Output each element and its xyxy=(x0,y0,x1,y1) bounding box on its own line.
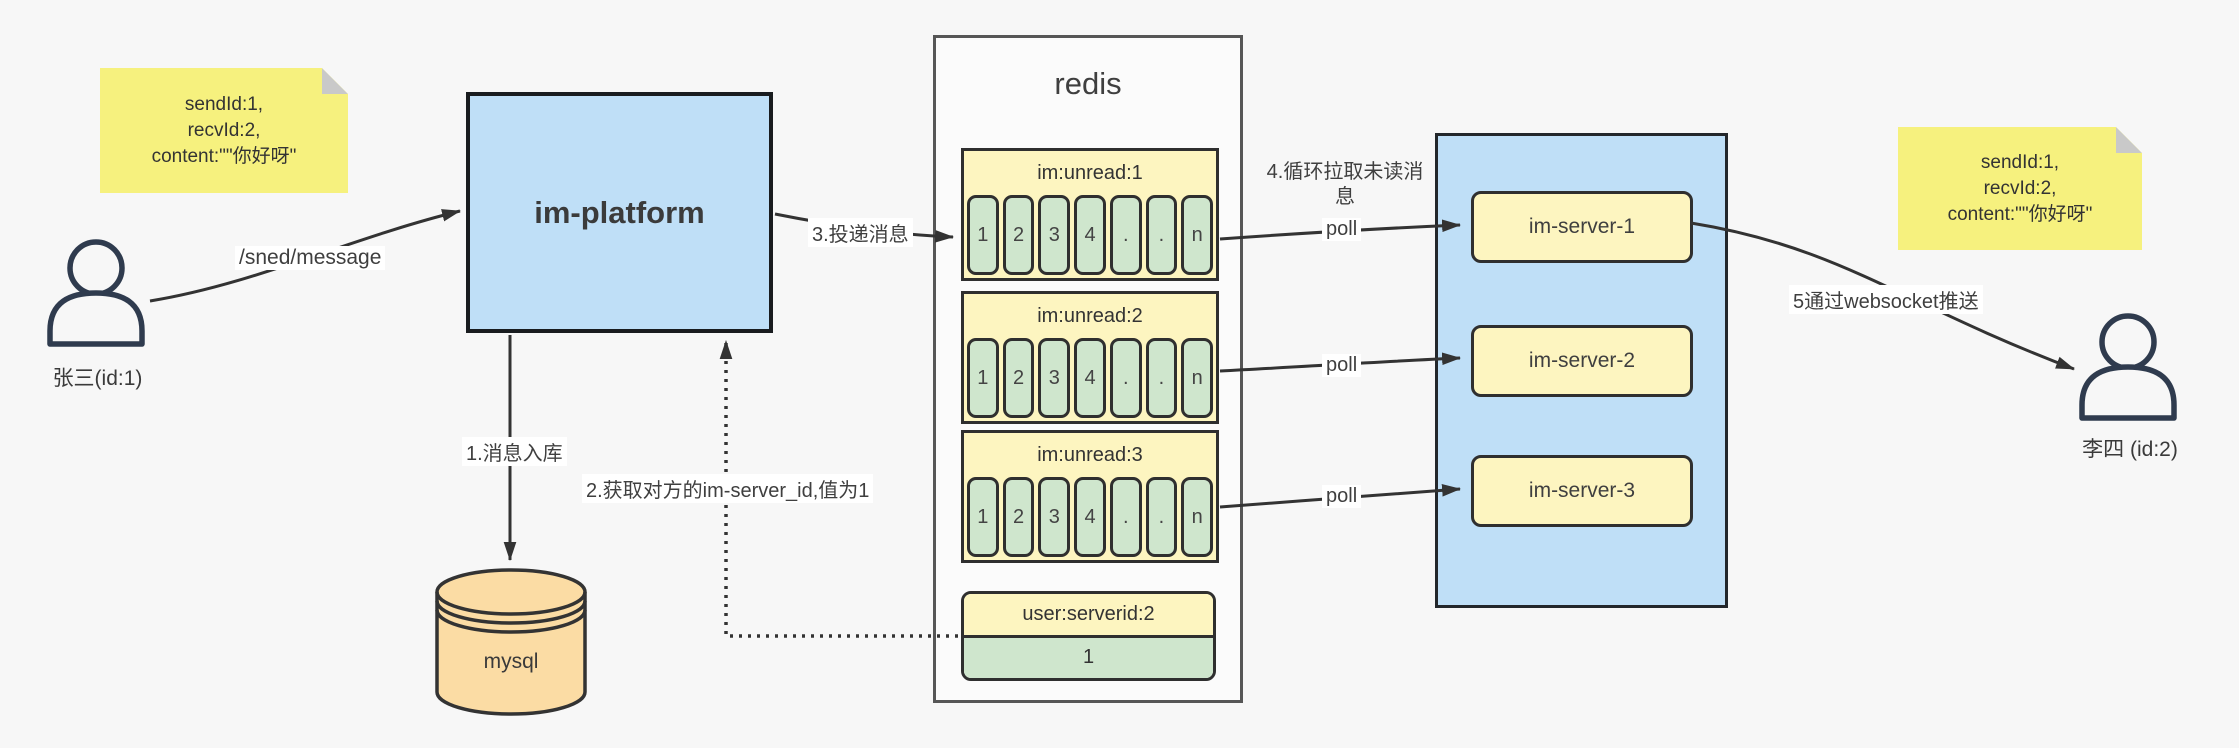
mysql-database-icon xyxy=(435,568,587,716)
edge-label-step1: 1.消息入库 xyxy=(462,437,567,466)
redis-queue-unread-1: im:unread:1 1 2 3 4 . . n xyxy=(961,148,1219,281)
queue-cell: 4 xyxy=(1074,477,1106,557)
edge-label-poll-2: poll xyxy=(1322,354,1362,377)
queue-cell: 3 xyxy=(1038,338,1071,418)
queue-cell: . xyxy=(1145,195,1178,275)
server-map-value: 1 xyxy=(964,637,1213,678)
queue-cell: 1 xyxy=(967,338,999,418)
queue-title: im:unread:1 xyxy=(1037,162,1143,184)
redis-queue-unread-3: im:unread:3 1 2 3 4 . . n xyxy=(961,430,1219,563)
queue-cell: n xyxy=(1181,338,1214,418)
queue-cell: 2 xyxy=(1002,195,1035,275)
receiver-user-icon xyxy=(2079,313,2177,421)
queue-cells: 1 2 3 4 . . n xyxy=(964,195,1216,278)
queue-cell: . xyxy=(1109,195,1142,275)
note-fold-corner xyxy=(322,68,348,94)
im-server-group: im-server-1 im-server-2 im-server-3 xyxy=(1435,133,1728,608)
sender-label: 张三(id:1) xyxy=(52,367,143,390)
im-platform-node: im-platform xyxy=(466,92,773,333)
queue-title: im:unread:2 xyxy=(1037,305,1143,327)
queue-cell: 2 xyxy=(1002,338,1035,418)
im-server-2-node: im-server-2 xyxy=(1471,325,1693,397)
queue-cell: n xyxy=(1181,195,1214,275)
im-server-1-node: im-server-1 xyxy=(1471,191,1693,263)
receiver-payload-text: sendId:1, recvId:2, content:""你好呀" xyxy=(1947,151,2093,225)
mysql-label: mysql xyxy=(483,650,539,673)
note-fold-corner xyxy=(2116,127,2142,153)
queue-title: im:unread:3 xyxy=(1037,444,1143,466)
edge-label-step5: 5通过websocket推送 xyxy=(1789,285,1983,314)
queue-cells: 1 2 3 4 . . n xyxy=(964,338,1216,421)
server-map-key: user:serverid:2 xyxy=(964,594,1213,638)
edge-label-step3: 3.投递消息 xyxy=(808,218,913,247)
edge-label-poll-3: poll xyxy=(1322,485,1362,508)
sender-payload-note: sendId:1, recvId:2, content:""你好呀" xyxy=(100,68,348,193)
im-platform-label: im-platform xyxy=(534,194,705,230)
queue-cell: 4 xyxy=(1074,195,1106,275)
queue-cell: . xyxy=(1109,477,1142,557)
queue-cell: . xyxy=(1145,477,1178,557)
queue-cell: 1 xyxy=(967,195,999,275)
redis-title: redis xyxy=(1054,66,1122,101)
redis-queue-unread-2: im:unread:2 1 2 3 4 . . n xyxy=(961,291,1219,424)
edge-label-step4: 4.循环拉取未读消息 xyxy=(1266,161,1424,208)
queue-cell: 3 xyxy=(1038,195,1071,275)
sender-user-icon xyxy=(47,239,145,347)
receiver-payload-note: sendId:1, recvId:2, content:""你好呀" xyxy=(1898,127,2142,250)
queue-cell: . xyxy=(1145,338,1178,418)
edge-label-poll-1: poll xyxy=(1322,218,1362,241)
queue-cell: 1 xyxy=(967,477,999,557)
im-server-3-node: im-server-3 xyxy=(1471,455,1693,527)
queue-cell: n xyxy=(1181,477,1214,557)
queue-cells: 1 2 3 4 . . n xyxy=(964,477,1216,560)
receiver-label: 李四 (id:2) xyxy=(2082,438,2178,461)
queue-cell: 3 xyxy=(1038,477,1071,557)
edge-label-step2: 2.获取对方的im-server_id,值为1 xyxy=(582,474,874,503)
queue-cell: . xyxy=(1109,338,1142,418)
redis-panel: redis im:unread:1 1 2 3 4 . . n im:unrea… xyxy=(933,35,1243,703)
edge-label-send-message: /sned/message xyxy=(235,246,386,270)
queue-cell: 2 xyxy=(1002,477,1035,557)
queue-cell: 4 xyxy=(1074,338,1106,418)
sender-payload-text: sendId:1, recvId:2, content:""你好呀" xyxy=(151,93,297,167)
redis-user-serverid-map: user:serverid:2 1 xyxy=(961,591,1216,681)
